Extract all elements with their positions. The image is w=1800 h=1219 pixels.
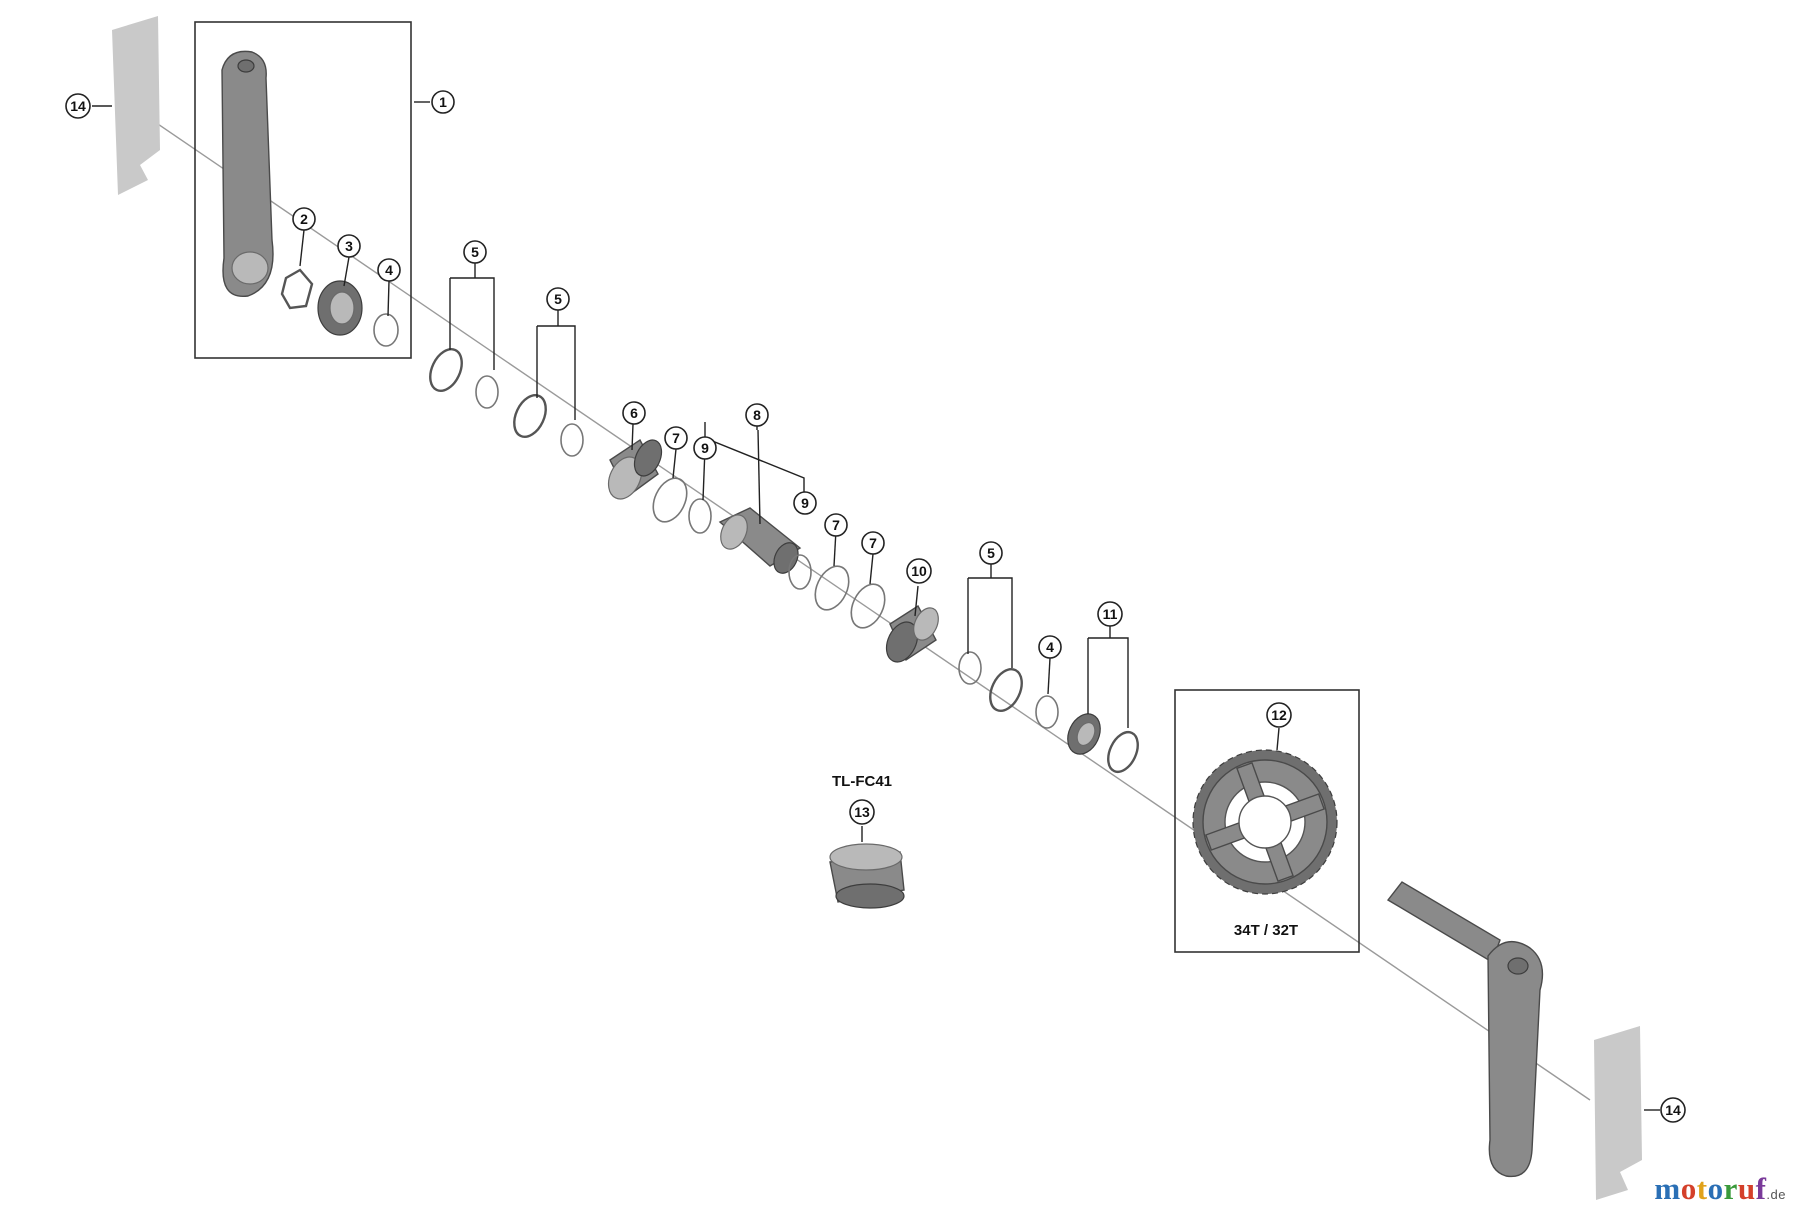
callout-6: 6 <box>622 401 646 425</box>
ring-seven-c <box>850 583 886 629</box>
svg-text:4: 4 <box>1046 639 1054 655</box>
svg-text:7: 7 <box>832 517 840 533</box>
adjusting-cap <box>317 280 363 336</box>
svg-text:14: 14 <box>70 98 86 114</box>
svg-text:2: 2 <box>300 211 308 227</box>
svg-text:13: 13 <box>854 804 870 820</box>
callout-7: 7 <box>824 513 848 537</box>
logo-letter: o <box>1680 1171 1697 1206</box>
svg-text:12: 12 <box>1271 707 1287 723</box>
svg-text:9: 9 <box>801 495 809 511</box>
svg-text:7: 7 <box>869 535 877 551</box>
logo-letter: o <box>1707 1171 1724 1206</box>
svg-text:10: 10 <box>911 563 927 579</box>
callout-5: 5 <box>979 541 1003 565</box>
tool-label: TL-FC41 <box>832 773 892 790</box>
callout-7: 7 <box>664 426 688 450</box>
svg-text:1: 1 <box>439 94 447 110</box>
callout-13: 13 <box>849 799 875 825</box>
svg-text:5: 5 <box>554 291 562 307</box>
watermark-logo: motoruf.de <box>1654 1171 1786 1207</box>
right-bearing-cup <box>885 604 939 663</box>
wave-washer <box>280 268 314 310</box>
ring-seven-b <box>814 565 850 611</box>
logo-suffix: .de <box>1766 1187 1786 1202</box>
svg-text:5: 5 <box>987 545 995 561</box>
thin-ring-right <box>1035 695 1059 729</box>
left-crank-box <box>194 21 412 359</box>
chainring-box <box>1174 689 1360 953</box>
callout-11: 11 <box>1097 601 1123 627</box>
callout-3: 3 <box>337 234 361 258</box>
svg-text:11: 11 <box>1103 606 1118 622</box>
callout-5: 5 <box>546 287 570 311</box>
callout-1: 1 <box>431 90 455 114</box>
logo-letter: f <box>1755 1171 1767 1206</box>
left-bearing-cup <box>607 438 663 500</box>
axle-sleeve <box>718 507 802 574</box>
svg-text:5: 5 <box>471 244 479 260</box>
callout-14: 14 <box>65 93 91 119</box>
svg-text:6: 6 <box>630 405 638 421</box>
ring-nine-b <box>788 554 812 590</box>
callout-4: 4 <box>377 258 401 282</box>
ring-nine-a <box>688 498 712 534</box>
callout-10: 10 <box>906 558 932 584</box>
logo-letter: t <box>1696 1171 1708 1206</box>
left-crank-arm <box>221 50 274 297</box>
callout-12: 12 <box>1266 702 1292 728</box>
tool-tl-fc41 <box>829 843 905 909</box>
svg-text:3: 3 <box>345 238 353 254</box>
callout-4: 4 <box>1038 635 1062 659</box>
spacer-e <box>958 651 982 685</box>
spacer-a <box>429 348 463 392</box>
chainring <box>1192 749 1338 895</box>
ring-seven-a <box>652 477 688 523</box>
svg-text:14: 14 <box>1665 1102 1681 1118</box>
svg-text:7: 7 <box>672 430 680 446</box>
frame-guard-left <box>112 16 160 195</box>
spacer-c <box>513 394 547 438</box>
chainring-label: 34T / 32T <box>1234 922 1298 939</box>
svg-text:4: 4 <box>385 262 393 278</box>
logo-letter: m <box>1654 1171 1681 1206</box>
leader-lines <box>92 101 1660 1111</box>
thin-ring-left <box>373 313 399 347</box>
spacer-d <box>560 423 584 457</box>
frame-guard-right <box>1594 1026 1642 1200</box>
callout-2: 2 <box>292 207 316 231</box>
logo-letter: u <box>1737 1171 1756 1206</box>
spacer-b <box>475 375 499 409</box>
svg-text:9: 9 <box>701 440 709 456</box>
assembly-axis <box>129 104 1591 1101</box>
callout-9: 9 <box>693 436 717 460</box>
callout-5: 5 <box>463 240 487 264</box>
callout-9: 9 <box>793 491 817 515</box>
callout-14: 14 <box>1660 1097 1686 1123</box>
logo-letter: r <box>1723 1171 1738 1206</box>
right-crank-arm <box>1386 881 1544 1178</box>
callout-8: 8 <box>745 403 769 427</box>
lock-ring-group <box>1067 713 1139 774</box>
svg-text:8: 8 <box>753 407 761 423</box>
spacer-f <box>989 668 1023 712</box>
callout-7: 7 <box>861 531 885 555</box>
